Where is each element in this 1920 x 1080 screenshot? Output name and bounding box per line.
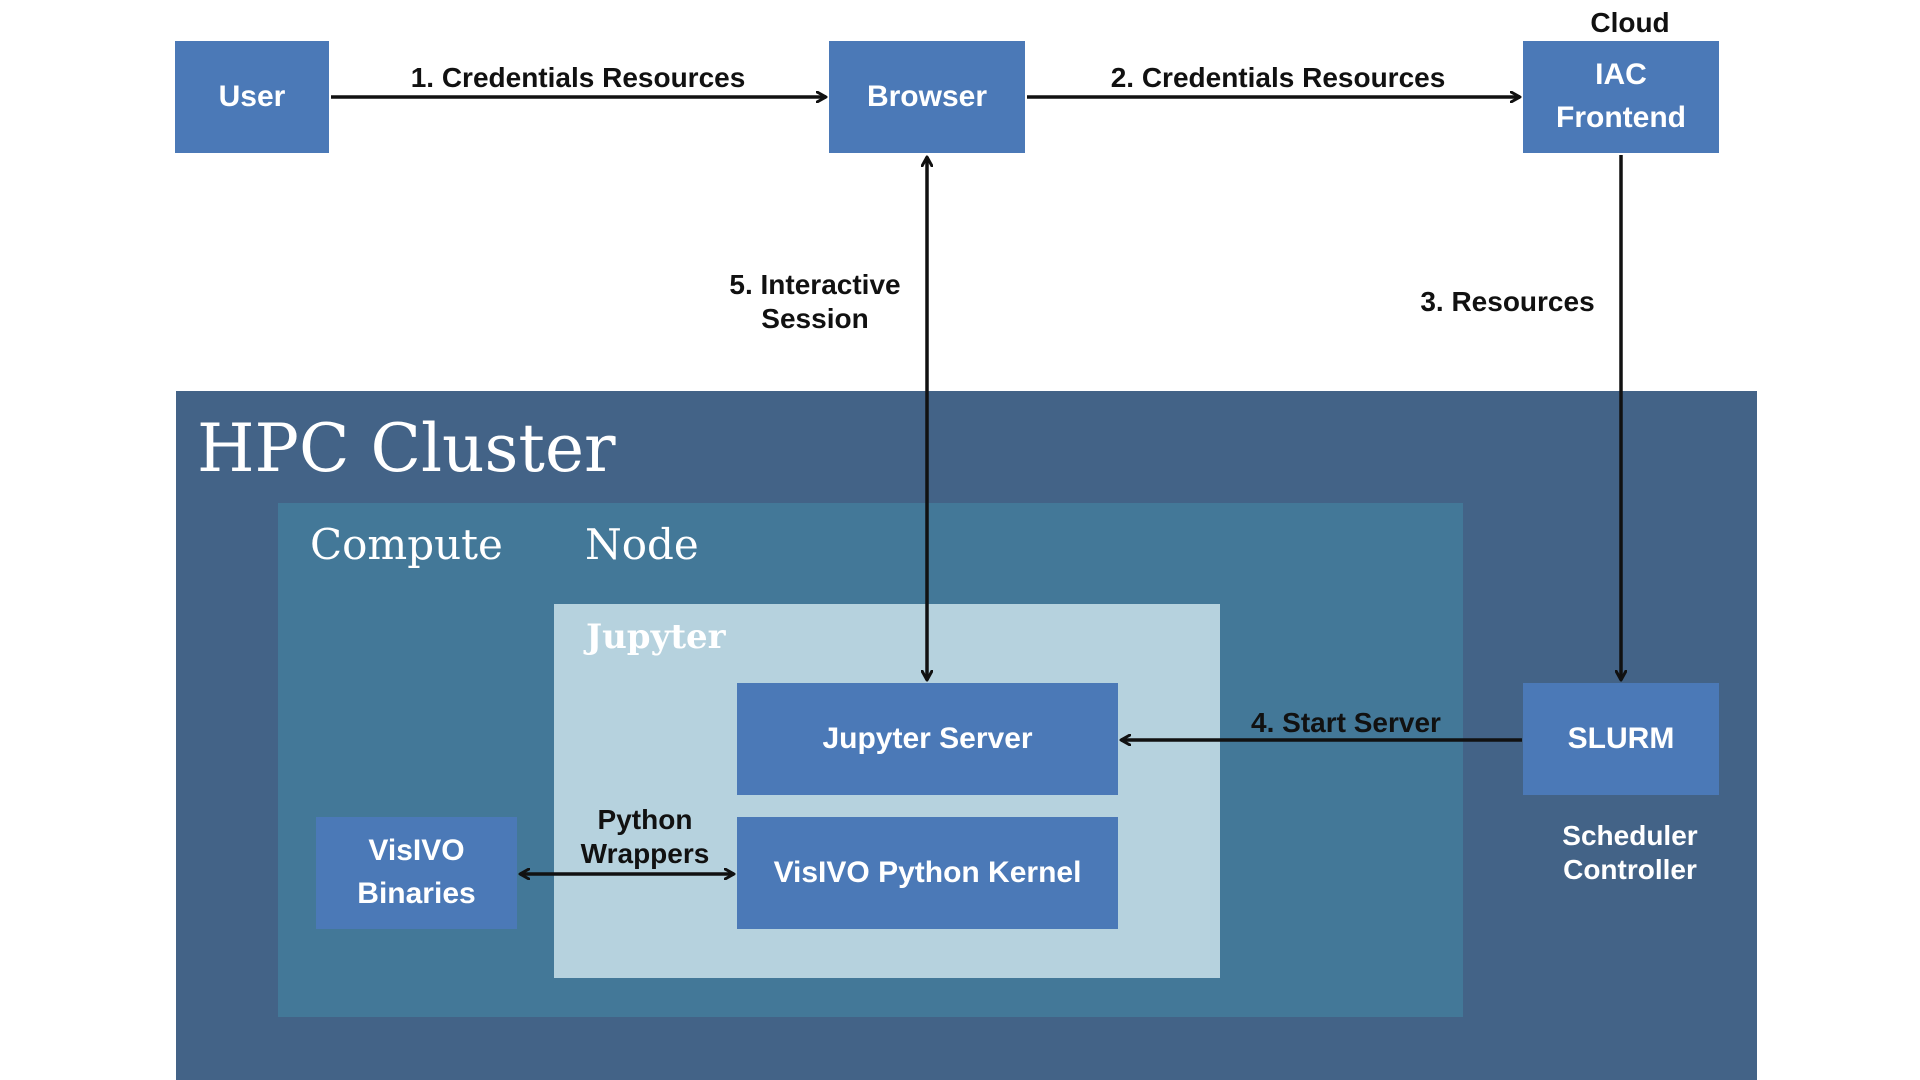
step2-label: 2. Credentials Resources [1110, 62, 1446, 93]
user-box-label: User [218, 79, 286, 113]
step3-label: 3. Resources [1420, 286, 1595, 317]
browser-box-label: Browser [866, 79, 988, 113]
step1-label: 1. Credentials Resources [410, 62, 746, 93]
browser-box: Browser [829, 41, 1025, 153]
visivo-python-kernel-box-label: VisIVO Python Kernel [773, 855, 1082, 889]
jupyter-server-box: Jupyter Server [737, 683, 1118, 795]
user-box: User [175, 41, 329, 153]
jupyter-title: Jupyter [586, 617, 726, 657]
python-wrappers-label: Python Wrappers [580, 804, 710, 870]
visivo-binaries-box: VisIVO Binaries [316, 817, 517, 929]
compute-node-title: Compute Node [310, 520, 699, 569]
hpc-cluster-title: HPC Cluster [197, 410, 616, 487]
cloud-label: Cloud [1590, 7, 1670, 38]
step5-label: 5. Interactive Session [729, 269, 901, 335]
scheduler-controller-label: Scheduler Controller [1562, 820, 1698, 886]
visivo-python-kernel-box: VisIVO Python Kernel [737, 817, 1118, 929]
slurm-box: SLURM [1523, 683, 1719, 795]
iac-frontend-box: IAC Frontend [1523, 41, 1719, 153]
jupyter-server-box-label: Jupyter Server [822, 721, 1033, 755]
visivo-binaries-box-label: VisIVO Binaries [357, 834, 476, 910]
step4-label: 4. Start Server [1251, 707, 1441, 738]
slurm-box-label: SLURM [1567, 721, 1675, 755]
iac-frontend-box-label: IAC Frontend [1556, 58, 1686, 134]
